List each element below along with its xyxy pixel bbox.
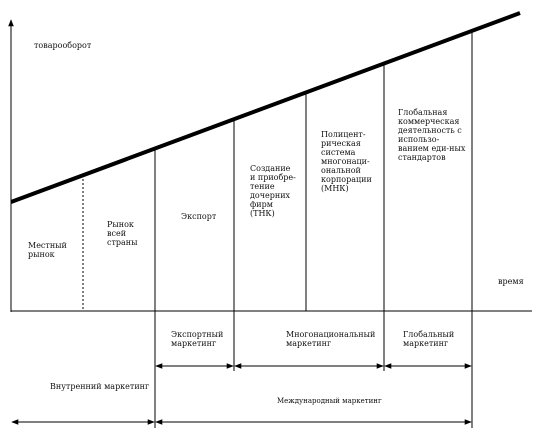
stage-global-label: Глобальная коммерческая деятельность с и… [398, 108, 466, 162]
stage-export-label: Экспорт [181, 212, 217, 221]
y-axis-label: товарооборот [34, 41, 92, 50]
x-axis-label: время [498, 277, 524, 286]
stage-mnk-label: Полицент- рическая система многонаци- он… [321, 130, 372, 193]
stage-tnk-label: Создание и приобре- тение дочерних фирм … [250, 164, 296, 218]
stage-national-label: Рынок всей страны [107, 220, 138, 247]
international-marketing-label: Международный маркетинг [277, 397, 382, 405]
growth-line [10, 11, 521, 204]
stage-local-label: Местный рынок [28, 241, 67, 259]
global-marketing-label: Глобальный маркетинг [403, 330, 455, 348]
export-marketing-label: Экспортный маркетинг [171, 330, 224, 348]
multinational-marketing-label: Многонациональный маркетинг [286, 330, 376, 348]
domestic-marketing-label: Внутренний маркетинг [50, 382, 150, 391]
